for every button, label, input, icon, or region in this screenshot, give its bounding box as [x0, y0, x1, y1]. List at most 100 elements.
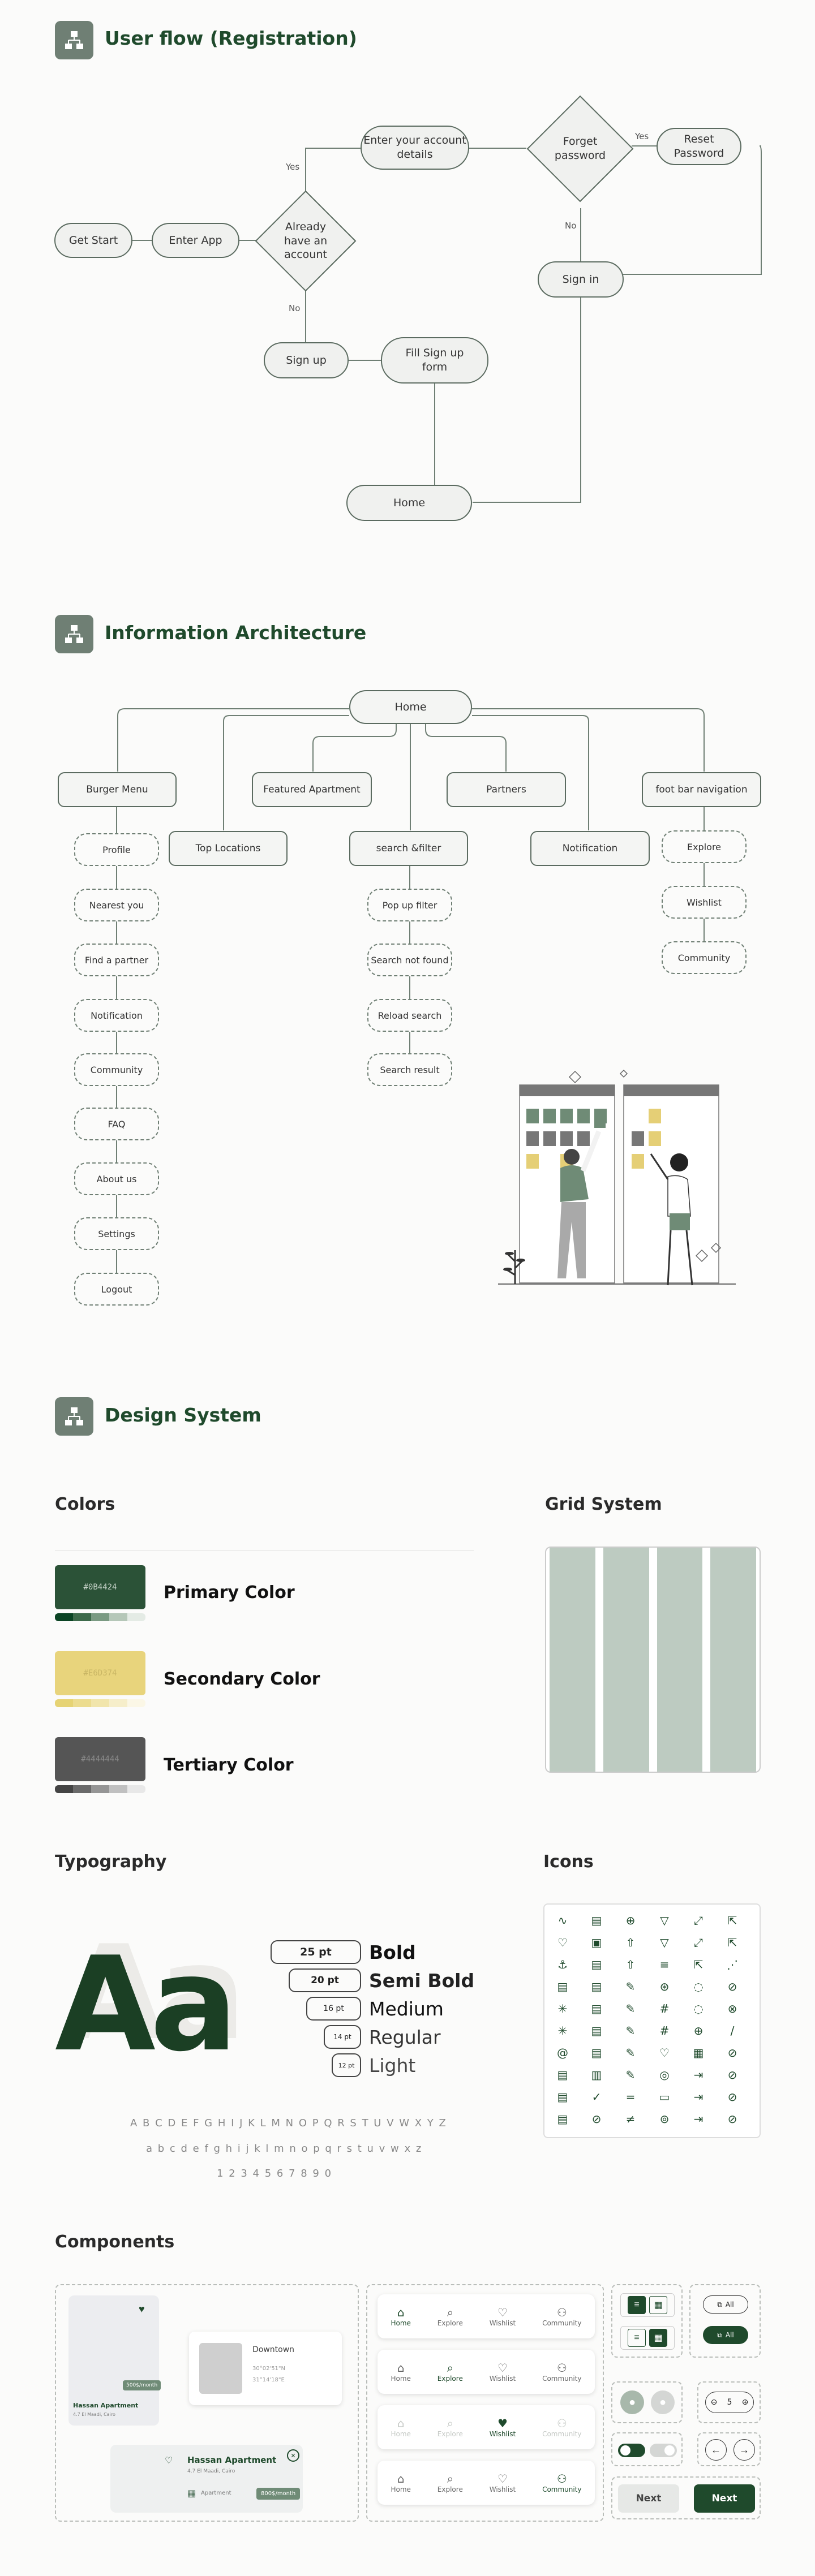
search-icon: ⌕ — [447, 2306, 453, 2319]
bottom-nav-community-active: ⌂Home ⌕Explore ♡Wishlist ⚇Community — [378, 2461, 595, 2505]
ia-search-item: Search not found — [367, 944, 452, 976]
toggle-on[interactable] — [618, 2444, 645, 2457]
flow-decision-already-have-account: Already have an account — [255, 190, 357, 292]
ia-node-foot-bar: foot bar navigation — [642, 772, 761, 807]
system-icon: ⤢ — [694, 1936, 703, 1949]
next-button-primary[interactable]: Next — [694, 2484, 755, 2513]
pt-box-light: 12 pt — [332, 2053, 361, 2077]
system-icon: ⊘ — [727, 1980, 737, 1993]
nav-item-home[interactable]: ⌂Home — [391, 2472, 411, 2493]
nav-item-wishlist[interactable]: ♡Wishlist — [489, 2306, 516, 2327]
pt-box-medium: 16 pt — [306, 1997, 361, 2021]
home-icon: ⌂ — [397, 2361, 405, 2375]
nav-item-explore[interactable]: ⌕Explore — [437, 2472, 463, 2493]
nav-item-explore[interactable]: ⌕Explore — [437, 2416, 463, 2438]
plus-icon[interactable]: ⊕ — [741, 2398, 749, 2407]
digits: 1 2 3 4 5 6 7 8 9 0 — [217, 2168, 333, 2179]
copy-icon: ⧉ — [717, 2331, 722, 2339]
ia-burger-item: Find a partner — [74, 944, 159, 976]
arrow-left-button[interactable]: ← — [705, 2439, 727, 2461]
flow-node-get-start: Get Start — [54, 223, 132, 258]
nav-item-wishlist[interactable]: ♥Wishlist — [489, 2416, 516, 2438]
system-icon: ⇥ — [693, 2090, 704, 2104]
system-icon: ◎ — [659, 2068, 670, 2082]
system-icon: ▤ — [557, 2112, 568, 2126]
system-icon: ⊘ — [727, 2046, 737, 2060]
system-icon: ♡ — [557, 1936, 568, 1949]
search-icon: ⌕ — [447, 2472, 453, 2485]
heart-icon[interactable]: ♥ — [139, 2303, 145, 2315]
ia-node-top-locations: Top Locations — [169, 831, 288, 866]
system-icon: ✓ — [591, 2090, 602, 2104]
heart-outline-icon[interactable]: ♡ — [165, 2456, 173, 2466]
price-badge: 500$/month — [123, 2380, 161, 2390]
minus-icon[interactable]: ⊖ — [710, 2398, 718, 2407]
system-icon: ✎ — [625, 2024, 636, 2037]
close-circle-icon[interactable]: ✕ — [287, 2449, 299, 2462]
nav-item-wishlist[interactable]: ♡Wishlist — [489, 2472, 516, 2493]
apartment-card-vertical[interactable]: ♥ 500$/month Hassan Apartment 4.7 El Maa… — [68, 2295, 161, 2426]
flow-decision-forget-password: Forget password — [526, 95, 634, 203]
nav-item-explore[interactable]: ⌕Explore — [437, 2361, 463, 2383]
chip-all-outline[interactable]: ⧉All — [703, 2295, 748, 2314]
location-card[interactable]: Downtown 30°02'51"N 31°14'18"E — [189, 2332, 342, 2405]
design-section-icon — [55, 1397, 93, 1436]
primary-color-name: Primary Color — [164, 1583, 295, 1603]
system-icon: ≠ — [625, 2112, 636, 2126]
list-view-icon: ≡ — [628, 2296, 646, 2314]
grid-title: Grid System — [545, 1494, 662, 1514]
avatar-active[interactable]: ● — [620, 2390, 644, 2414]
ia-burger-item: About us — [74, 1162, 159, 1195]
nav-item-wishlist[interactable]: ♡Wishlist — [489, 2361, 516, 2383]
nav-item-explore[interactable]: ⌕Explore — [437, 2306, 463, 2327]
view-toggle-grid-active[interactable]: ≡ ▦ — [620, 2326, 675, 2350]
chip-all-filled[interactable]: ⧉All — [703, 2326, 748, 2344]
people-icon: ⚇ — [556, 2472, 567, 2485]
typography-sample-shadow: Aa — [63, 1918, 246, 2069]
ia-foot-item: Explore — [662, 830, 747, 863]
view-toggle-panel: ≡ ▦ ≡ ▦ — [611, 2284, 683, 2358]
quantity-stepper[interactable]: ⊖5⊕ — [705, 2392, 754, 2413]
toggle-off[interactable] — [650, 2444, 677, 2457]
nav-item-community[interactable]: ⚇Community — [542, 2361, 582, 2383]
ia-title: Information Architecture — [105, 622, 367, 644]
view-toggle-list-active[interactable]: ≡ ▦ — [620, 2293, 675, 2317]
nav-item-community[interactable]: ⚇Community — [542, 2472, 582, 2493]
location-thumb — [199, 2343, 242, 2394]
avatar-inactive[interactable]: ● — [651, 2390, 675, 2414]
flow-node-sign-up: Sign up — [264, 342, 349, 378]
system-icon: # — [659, 2002, 670, 2015]
ia-burger-item: Logout — [74, 1273, 159, 1306]
system-icon: ⇧ — [625, 1936, 636, 1949]
ia-search-item: Reload search — [367, 999, 452, 1032]
colors-title: Colors — [55, 1494, 115, 1514]
system-icon: ▥ — [591, 2068, 602, 2082]
apartment-card-horizontal[interactable]: ♡ Hassan Apartment 4.7 El Maadi, Cairo ✕… — [110, 2445, 303, 2513]
kanban-illustration — [498, 1069, 736, 1286]
system-icon: ⤢ — [694, 1914, 703, 1927]
people-icon: ⚇ — [556, 2306, 567, 2319]
system-icon: ✎ — [625, 2068, 636, 2082]
pt-box-semibold: 20 pt — [289, 1968, 361, 1992]
system-icon: ⇱ — [693, 1958, 704, 1971]
arrow-right-button[interactable]: → — [734, 2439, 755, 2461]
nav-item-community[interactable]: ⚇Community — [542, 2416, 582, 2438]
nav-item-home[interactable]: ⌂Home — [391, 2306, 411, 2327]
system-icon: ♡ — [659, 2046, 670, 2060]
alphabet-upper: A B C D E F G H I J K L M N O P Q R S T … — [130, 2117, 447, 2129]
nav-item-home[interactable]: ⌂Home — [391, 2416, 411, 2438]
nav-item-home[interactable]: ⌂Home — [391, 2361, 411, 2383]
system-icon: ⊗ — [727, 2002, 737, 2015]
list-view-icon: ≡ — [628, 2329, 646, 2347]
flow-node-home: Home — [346, 485, 472, 521]
userflow-connectors — [132, 145, 762, 503]
nav-item-community[interactable]: ⚇Community — [542, 2306, 582, 2327]
next-button-disabled[interactable]: Next — [618, 2484, 679, 2513]
building-icon: ▦ — [187, 2489, 196, 2499]
icons-title: Icons — [543, 1852, 594, 1872]
system-icon: ◌ — [693, 2002, 704, 2015]
ia-section-icon — [55, 615, 93, 653]
ia-burger-item: Settings — [74, 1217, 159, 1250]
next-button-panel: Next Next — [611, 2476, 761, 2519]
primary-shades — [55, 1613, 145, 1621]
